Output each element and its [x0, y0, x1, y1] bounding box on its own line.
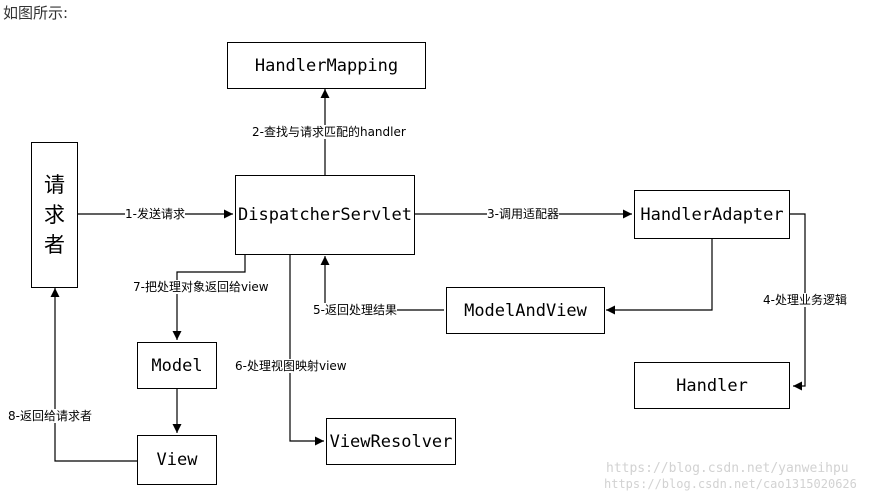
- node-view-resolver: ViewResolver: [326, 418, 456, 465]
- edge-5-line: [320, 256, 444, 311]
- edge-1-label: 1-发送请求: [125, 207, 185, 221]
- requester-char-2: 求: [44, 203, 65, 227]
- node-handler-adapter: HandlerAdapter: [634, 190, 790, 239]
- edge-8-label: 8-返回给请求者: [8, 409, 92, 423]
- node-handler: Handler: [634, 362, 790, 409]
- node-model-and-view: ModelAndView: [446, 287, 605, 334]
- node-requester: 请 求 者: [31, 142, 78, 288]
- requester-char-1: 请: [44, 173, 65, 197]
- watermark-line-1: https://blog.csdn.net/yanweihpu: [606, 461, 849, 476]
- watermark-line-2: https://blog.csdn.net/cao1315020626: [604, 477, 857, 491]
- node-dispatcher-servlet: DispatcherServlet: [235, 175, 415, 255]
- edge-6-label: 6-处理视图映射view: [235, 359, 347, 373]
- caption: 如图所示:: [3, 4, 69, 22]
- edge-7-label: 7-把处理对象返回给view: [133, 280, 269, 294]
- edge-3-label: 3-调用适配器: [487, 207, 559, 221]
- requester-char-3: 者: [44, 233, 65, 257]
- node-view: View: [137, 435, 217, 485]
- edge-2-label: 2-查找与请求匹配的handler: [252, 125, 406, 139]
- edge-7-line: [172, 255, 246, 340]
- edge-4-label: 4-处理业务逻辑: [763, 293, 847, 307]
- edge-6-line: [289, 255, 324, 446]
- node-handler-mapping: HandlerMapping: [227, 42, 426, 89]
- edge-handleradapter-modelandview-line: [606, 239, 713, 315]
- edge-8-line: [50, 288, 137, 462]
- edge-5-label: 5-返回处理结果: [313, 303, 397, 317]
- node-model: Model: [137, 342, 217, 389]
